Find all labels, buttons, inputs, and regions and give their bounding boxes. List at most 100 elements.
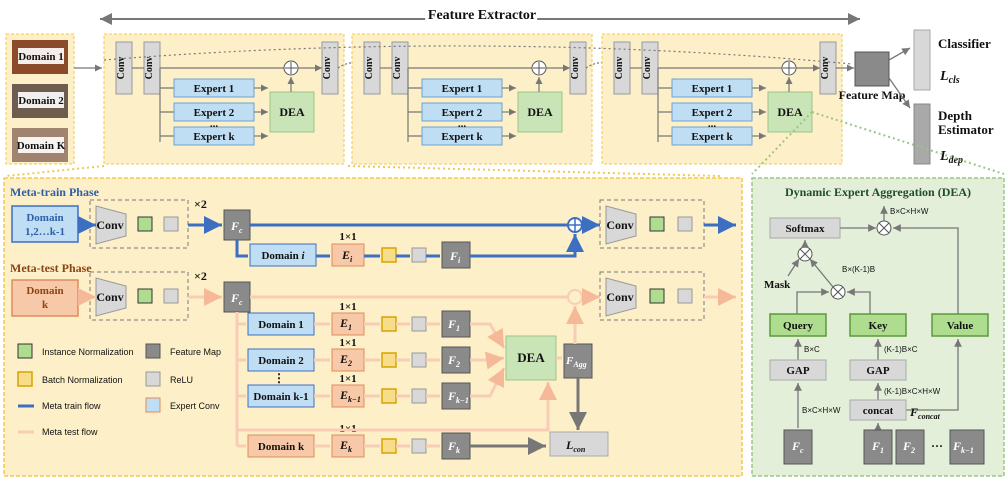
row-e-label: E1	[339, 316, 352, 332]
legend: Instance Normalization Batch Normalizati…	[17, 343, 221, 437]
relu	[411, 438, 427, 454]
key-label: Key	[869, 320, 888, 332]
skip-dotted	[103, 45, 853, 65]
dim-label: (K-1)B×C×H×W	[884, 387, 941, 396]
ellipsis: ...	[708, 118, 717, 130]
classifier-block	[913, 29, 931, 91]
key-block	[849, 313, 907, 337]
vdots: ⋮	[273, 371, 285, 385]
one-by-one-label: 1×1	[339, 337, 356, 349]
gap-label: GAP	[866, 365, 890, 377]
legend-expert-conv: Expert Conv	[170, 401, 220, 411]
expert-label: Expert 2	[442, 107, 483, 119]
feature-map-fi	[441, 241, 471, 269]
concat-block	[849, 399, 907, 421]
f2-map	[895, 429, 925, 465]
conv-label: Conv	[322, 57, 333, 80]
value-label: Value	[947, 320, 974, 332]
meta-test-row: Domain 1 1×1 E1 F1	[237, 301, 506, 349]
batch-norm	[381, 247, 397, 263]
fc-label: Fc	[791, 439, 804, 455]
loss-cls: Lcls	[939, 69, 960, 86]
legend-feature-map-swatch	[145, 343, 161, 359]
instance-norm	[137, 288, 153, 304]
expert-label: Expert 1	[692, 83, 733, 95]
row-f-label: F2	[447, 353, 460, 369]
relu	[163, 216, 179, 232]
conv-label: Conv	[614, 57, 625, 80]
legend-feature-map: Feature Map	[170, 347, 221, 357]
feature-map-fc	[223, 281, 251, 313]
conv-label: Conv	[116, 57, 127, 80]
conv-label: Conv	[96, 218, 123, 232]
row-f-label: F1	[447, 317, 460, 333]
conv-label: Conv	[820, 57, 831, 80]
legend-meta-train-flow: Meta train flow	[42, 401, 101, 411]
legend-meta-test-flow: Meta test flow	[42, 427, 98, 437]
f1-map	[863, 429, 893, 465]
feature-extractor: Feature Extractor Domain 1 Domain 2 Doma…	[5, 5, 994, 166]
legend-instance-norm-swatch	[17, 343, 33, 359]
feature-extractor-title: Feature Extractor	[428, 8, 536, 23]
fconcat-label: Fconcat	[909, 405, 941, 421]
softmax-label: Softmax	[785, 223, 825, 235]
dim-label: B×(K-1)B	[842, 265, 875, 274]
row-domain-label: Domain k	[258, 441, 305, 453]
fk1-label: Fk−1	[952, 439, 974, 455]
batch-norm	[381, 388, 397, 404]
dea-panel-title: Dynamic Expert Aggregation (DEA)	[785, 185, 971, 199]
dea-label: DEA	[777, 105, 803, 119]
fc-label: Fc	[230, 291, 243, 307]
fi-label: Fi	[449, 249, 461, 265]
instance-norm	[649, 288, 665, 304]
legend-relu: ReLU	[170, 375, 193, 385]
dea-block	[767, 91, 813, 133]
dea-label: DEA	[527, 105, 553, 119]
row-domain-label: Domain 2	[258, 355, 304, 367]
relu	[163, 288, 179, 304]
dea-block	[269, 91, 315, 133]
expert-label: Expert k	[691, 131, 733, 143]
relu	[677, 288, 693, 304]
legend-expert-conv-swatch	[145, 397, 161, 413]
depth-estimator-block	[913, 103, 931, 165]
conv-block	[605, 277, 637, 317]
expert-label: Expert 2	[692, 107, 733, 119]
query-label: Query	[783, 320, 813, 332]
gap-block	[769, 359, 827, 381]
row-e-label: Ek	[339, 438, 352, 454]
domain-i-label: Domain i	[261, 250, 305, 262]
ellipsis: ...	[458, 118, 467, 130]
conv-label: Conv	[606, 290, 633, 304]
repeat-label: ×2	[194, 197, 207, 211]
ei-label: Ei	[341, 248, 353, 264]
meta-train-domain	[11, 205, 79, 243]
conv-block	[605, 205, 637, 245]
dea-block	[517, 91, 563, 133]
domain-label: Domain 1	[18, 51, 64, 63]
relu	[411, 352, 427, 368]
concat-label: concat	[863, 405, 894, 417]
relu	[411, 316, 427, 332]
row-e-label: Ek−1	[339, 388, 361, 404]
fc-map	[783, 429, 813, 465]
dea-label: DEA	[279, 105, 305, 119]
repeat-label: ×2	[194, 269, 207, 283]
row-e-label: E2	[339, 352, 352, 368]
row-f-label: Fk	[447, 439, 460, 455]
dim-label: B×C	[804, 345, 820, 354]
mask-label: Mask	[764, 279, 791, 291]
row-feature-map	[441, 432, 471, 460]
classifier-label: Classifier	[938, 36, 991, 51]
row-domain-label: Domain 1	[258, 319, 304, 331]
legend-relu-swatch	[145, 371, 161, 387]
loss-dep: Ldep	[939, 149, 963, 166]
conv-label: Conv	[144, 57, 155, 80]
lcon-label: Lcon	[565, 438, 586, 454]
expert-label: Expert 2	[194, 107, 235, 119]
fagg-label: FAgg	[565, 355, 587, 369]
